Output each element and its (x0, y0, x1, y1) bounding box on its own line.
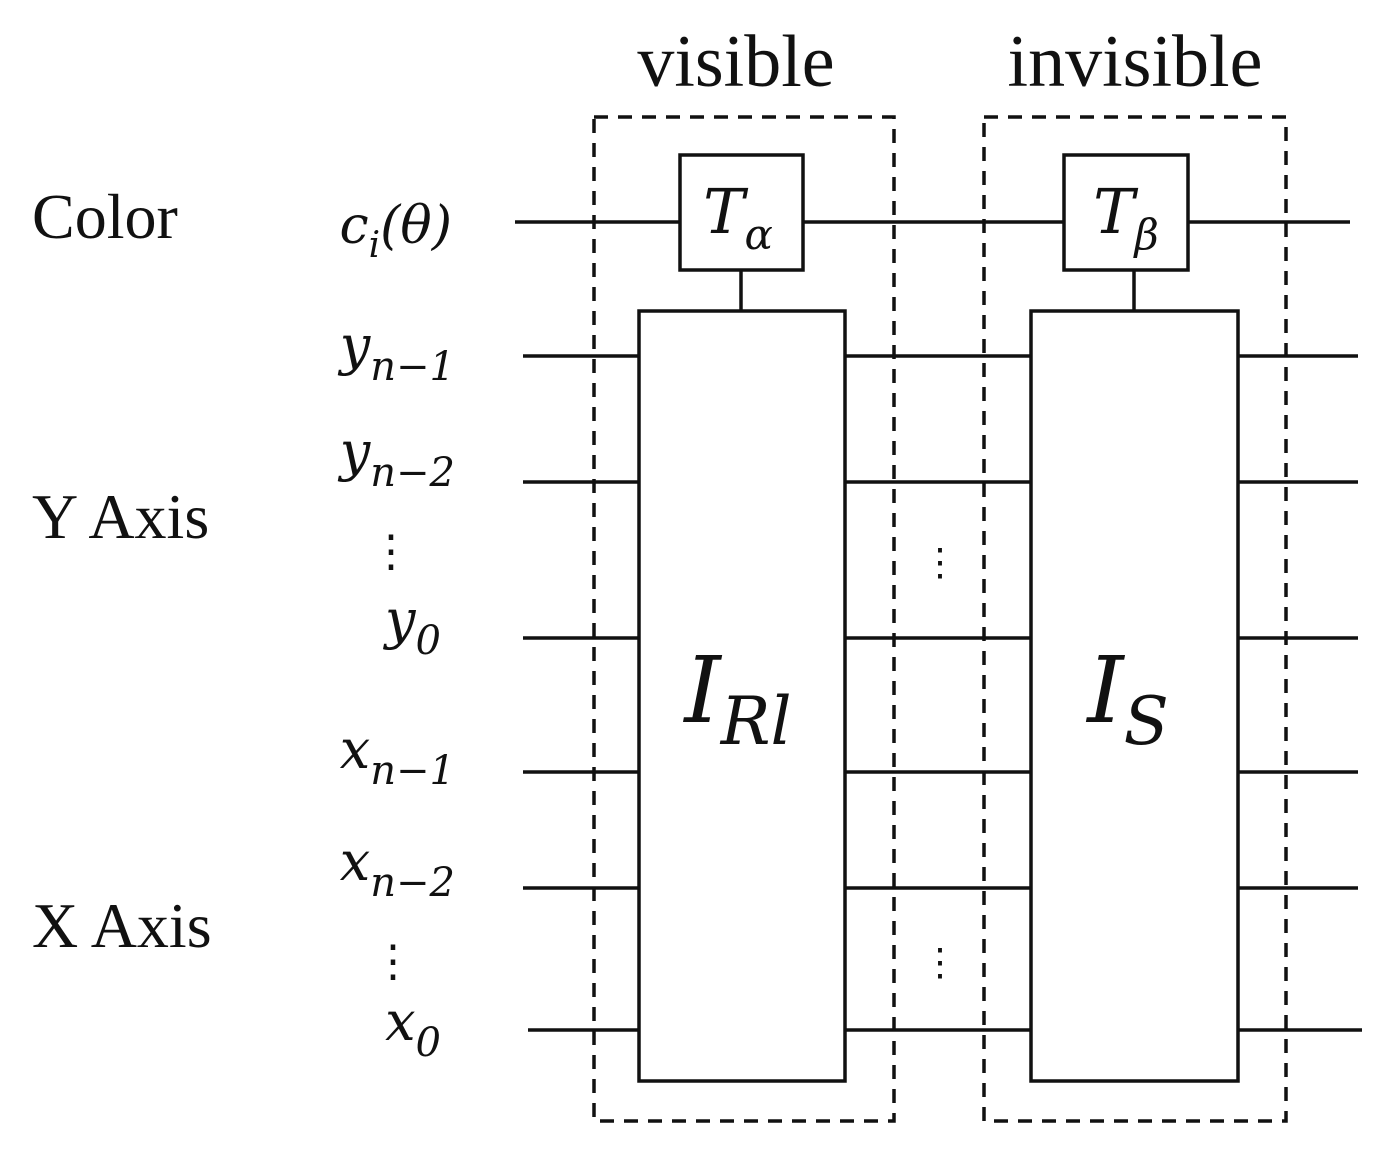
ellipsis-x-left: ⋮ (371, 936, 415, 987)
qubit-label-y-0: y0 (383, 588, 441, 664)
gate-i-s-label: IS (1085, 637, 1169, 760)
visible-label: visible (637, 21, 834, 103)
gate-i-s-box (1029, 309, 1240, 1083)
ellipsis-x-middle: ⋮ (921, 940, 959, 984)
gate-i-rl-label: IRl (682, 637, 791, 760)
gate-t-beta-label: Tβ (1093, 175, 1159, 259)
y-axis-register-label: Y Axis (32, 481, 209, 552)
x-axis-register-label: X Axis (32, 890, 212, 961)
ellipsis-y-left: ⋮ (369, 526, 413, 577)
visible-group-frame (592, 115, 896, 1123)
qubit-label-x-n1: xn−1 (340, 718, 455, 794)
invisible-group-frame (982, 115, 1288, 1123)
color-register-label: Color (32, 181, 178, 252)
gate-t-beta-box (1062, 153, 1190, 272)
qubit-label-x-n2: xn−2 (340, 830, 455, 906)
qubit-label-y-n2: yn−2 (338, 420, 455, 496)
ellipsis-y-middle: ⋮ (921, 540, 959, 584)
gate-t-alpha-label: Tα (703, 175, 773, 259)
invisible-label: invisible (1008, 21, 1263, 103)
gate-i-rl-box (637, 309, 847, 1083)
qubit-label-x-0: x0 (385, 990, 441, 1066)
qubit-label-color: ci(θ) (339, 196, 452, 266)
gate-t-alpha-box (678, 153, 805, 272)
qubit-label-y-n1: yn−1 (338, 314, 455, 390)
